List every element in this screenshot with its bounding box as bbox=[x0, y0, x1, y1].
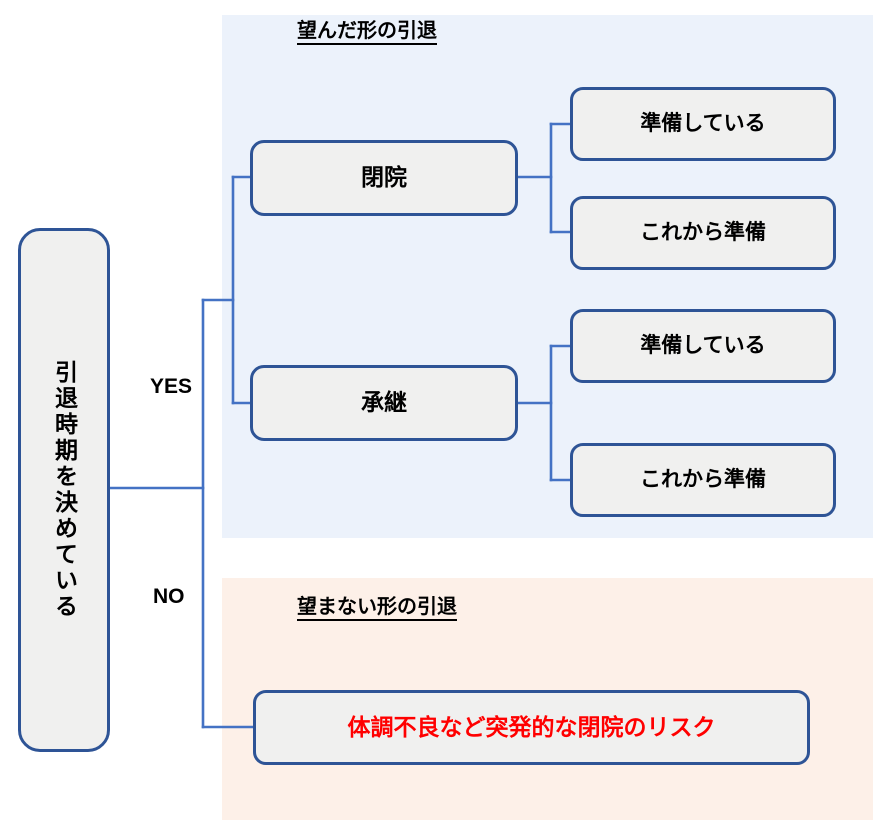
node-succession[interactable]: 承継 bbox=[250, 365, 518, 441]
node-root-decision[interactable]: 引退時期を決めている bbox=[18, 228, 110, 752]
node-sudden-closure-risk[interactable]: 体調不良など突発的な閉院のリスク bbox=[253, 690, 810, 765]
node-succession-prepared[interactable]: 準備している bbox=[570, 309, 836, 383]
node-succession-label: 承継 bbox=[361, 389, 407, 416]
node-closure-will-prepare-label: これから準備 bbox=[640, 220, 766, 244]
node-closure-label: 閉院 bbox=[361, 164, 407, 191]
node-succession-will-prepare[interactable]: これから準備 bbox=[570, 443, 836, 517]
node-sudden-closure-risk-label: 体調不良など突発的な閉院のリスク bbox=[347, 713, 716, 740]
node-closure[interactable]: 閉院 bbox=[250, 140, 518, 216]
branch-label-no: NO bbox=[153, 585, 185, 608]
node-closure-will-prepare[interactable]: これから準備 bbox=[570, 196, 836, 270]
node-closure-prepared[interactable]: 準備している bbox=[570, 87, 836, 161]
node-closure-prepared-label: 準備している bbox=[640, 111, 766, 135]
panel-title-desired: 望んだ形の引退 bbox=[297, 20, 437, 45]
node-succession-will-prepare-label: これから準備 bbox=[640, 467, 766, 491]
panel-title-undesired: 望まない形の引退 bbox=[297, 596, 457, 621]
node-succession-prepared-label: 準備している bbox=[640, 333, 766, 357]
node-root-label: 引退時期を決めている bbox=[51, 360, 78, 620]
branch-label-yes: YES bbox=[150, 375, 193, 398]
